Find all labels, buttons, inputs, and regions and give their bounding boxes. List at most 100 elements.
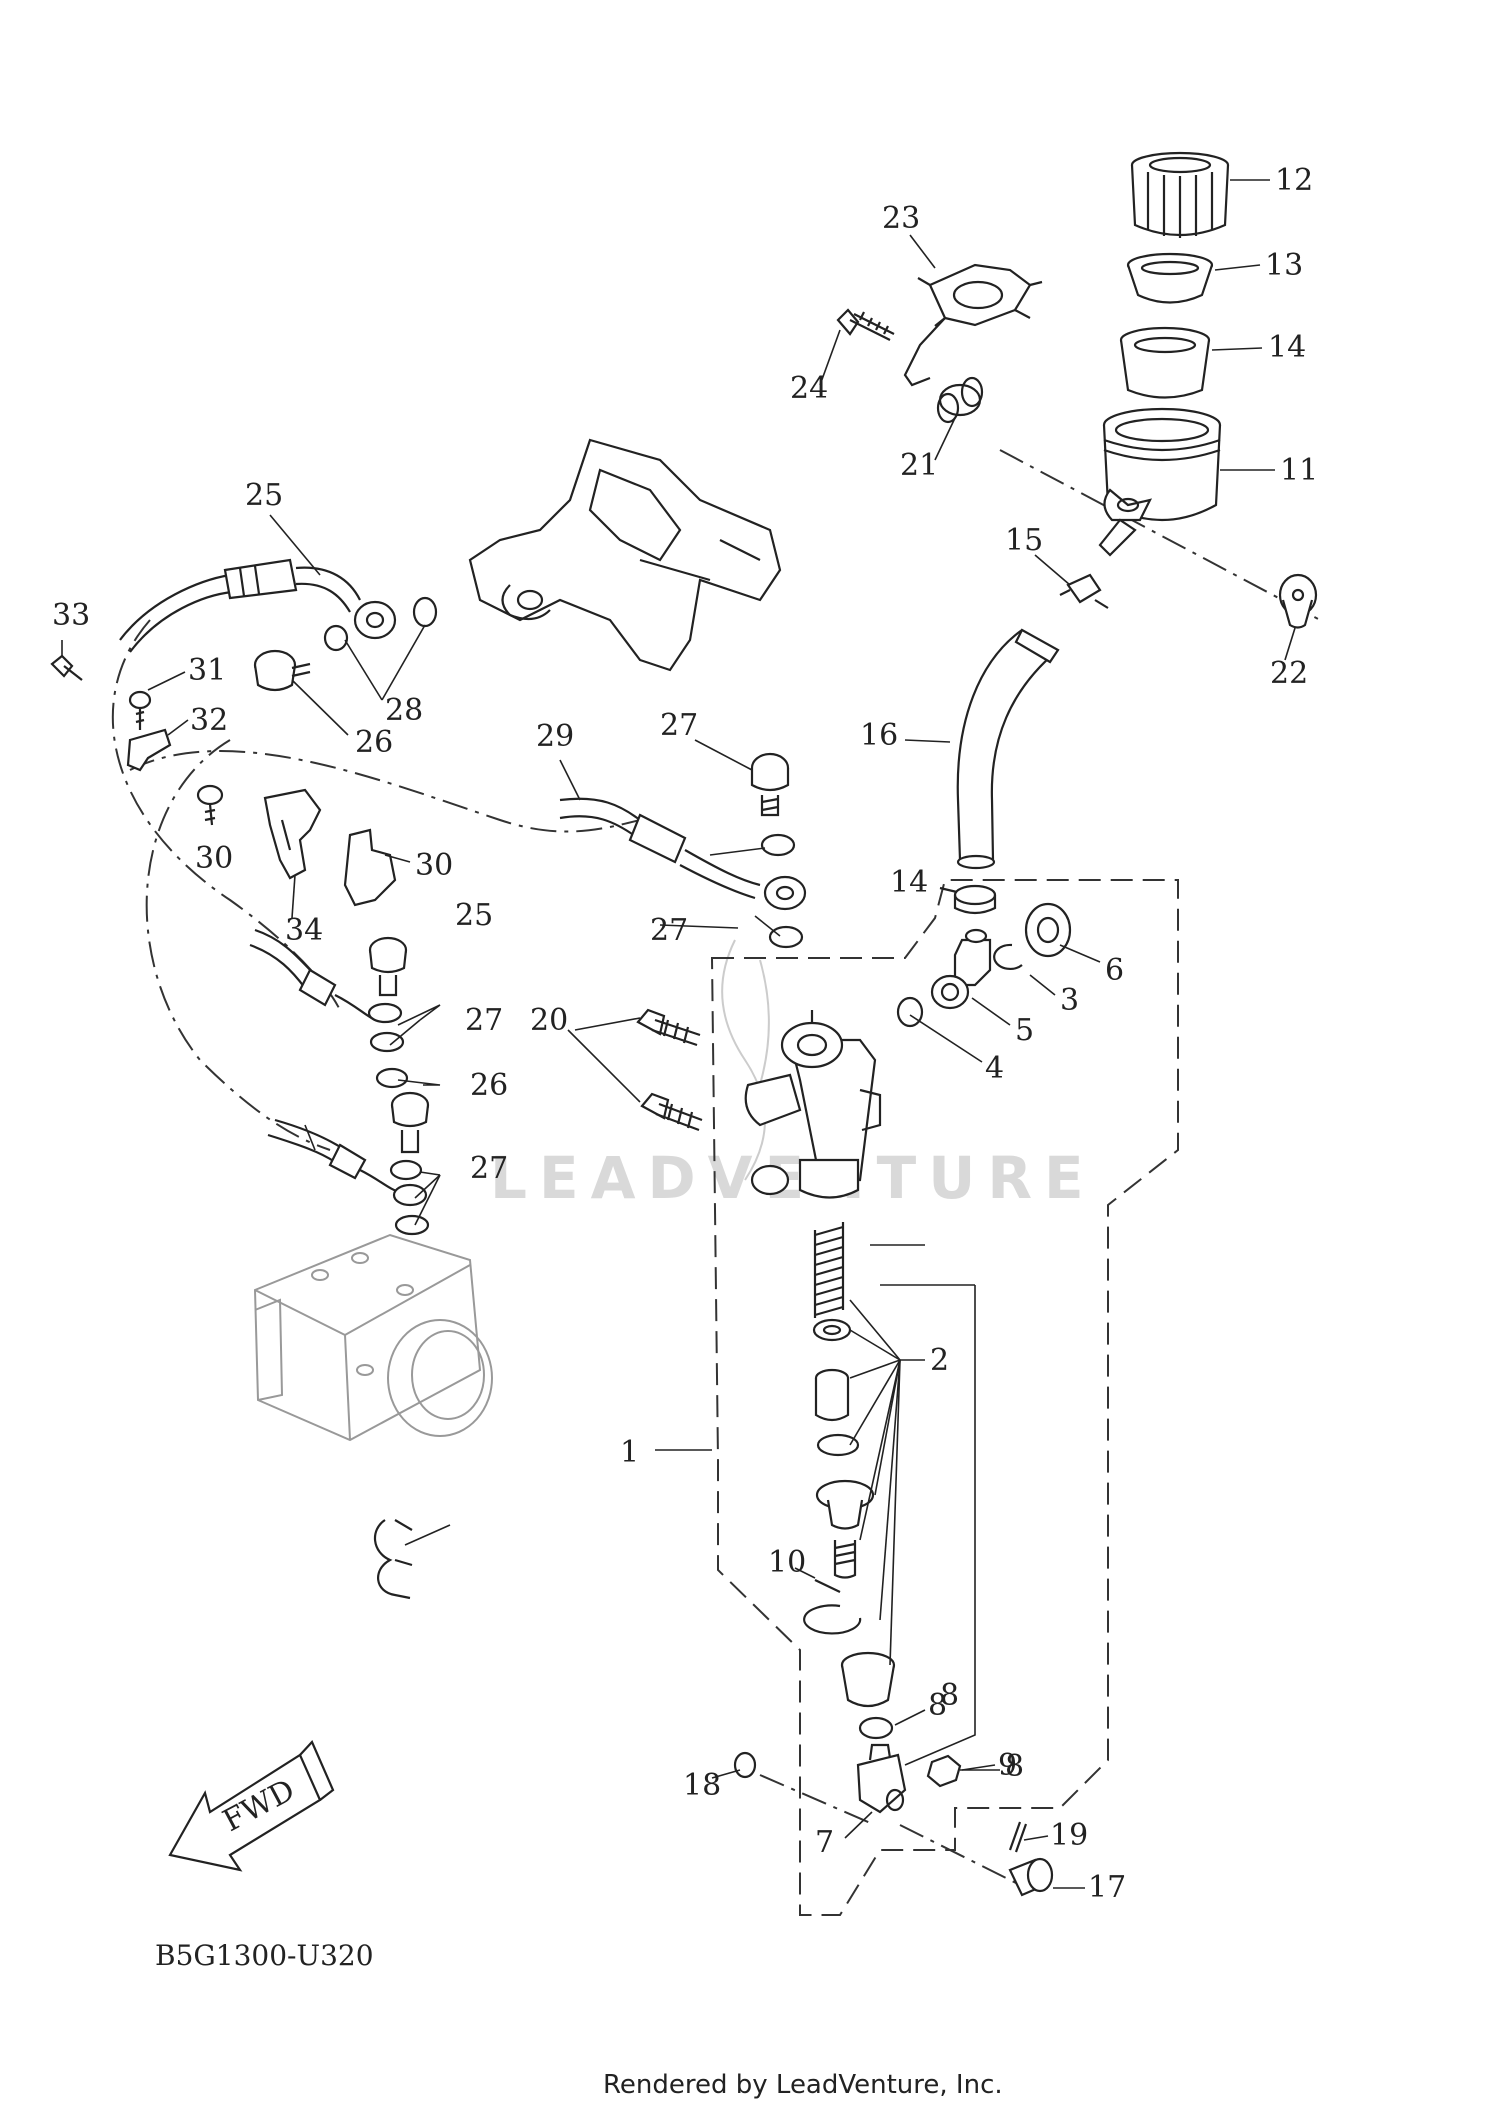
hose-bracket <box>263 788 322 880</box>
banjo-washer-a <box>412 596 438 628</box>
abs-washer-6 <box>394 1214 430 1236</box>
reservoir-hose-bottom <box>956 854 996 870</box>
spring-seat <box>812 1318 852 1342</box>
leader-line <box>304 1124 316 1151</box>
rear-hose-fitting <box>628 813 807 911</box>
leader-line <box>844 1811 873 1839</box>
leader-line <box>859 1359 901 1541</box>
abs-washer-3 <box>375 1067 409 1089</box>
callout-number: 2 <box>930 1343 949 1378</box>
rod-axis-line <box>759 1774 1031 1891</box>
callout-number: 5 <box>1015 1013 1034 1048</box>
leader-line <box>147 671 186 691</box>
union-bolt-upper <box>253 649 311 692</box>
leader-line <box>269 514 321 576</box>
callout-number: 8 <box>940 1678 959 1713</box>
leader-line <box>971 997 1011 1026</box>
bracket-bolt <box>836 308 895 341</box>
master-washer-upper <box>760 833 796 857</box>
leader-line <box>754 915 781 937</box>
hose-clip <box>343 828 397 907</box>
diaphragm-plate <box>1126 252 1214 304</box>
callout-number: 1 <box>620 1435 639 1470</box>
leader-line <box>1211 347 1263 351</box>
callout-number: 26 <box>470 1068 508 1103</box>
hose-joint-circlip <box>993 943 1023 971</box>
return-spring <box>814 1225 844 1317</box>
callout-number: 9 <box>998 1748 1017 1783</box>
hose-clamp <box>126 728 172 772</box>
hose-joint <box>930 928 992 1010</box>
callout-number: 24 <box>790 371 828 406</box>
joint-o-ring <box>896 996 924 1028</box>
callout-number: 28 <box>385 693 423 728</box>
leader-line <box>819 329 841 386</box>
brake-hose-route-mid <box>129 750 641 833</box>
union-bolt-abs-lower <box>390 1091 430 1154</box>
push-rod-thread <box>833 1540 857 1579</box>
hose-clip-upper <box>1059 573 1109 609</box>
union-bolt-master <box>750 752 790 817</box>
callout-number: 29 <box>536 719 574 754</box>
reservoir-tank <box>1098 407 1222 557</box>
brake-caliper <box>468 438 782 672</box>
leader-line <box>904 739 951 743</box>
leader-line <box>1284 627 1296 661</box>
callout-number: 14 <box>1268 330 1306 365</box>
callout-number: 26 <box>355 725 393 760</box>
dust-boot <box>840 1651 896 1708</box>
bracket-bolt-lower <box>196 784 224 826</box>
callout-number: 25 <box>455 898 493 933</box>
assembly-boundary <box>710 879 1179 1916</box>
callout-number: 20 <box>530 1003 568 1038</box>
reservoir-axis-line <box>999 449 1321 621</box>
reservoir-cap <box>1130 151 1230 238</box>
callout-number: 32 <box>190 703 228 738</box>
locknut-lower <box>926 1754 962 1788</box>
leader-line <box>934 417 956 461</box>
piston <box>814 1368 850 1422</box>
leader-line <box>879 1359 901 1621</box>
leader-line <box>694 739 753 771</box>
locating-pin <box>814 1579 841 1593</box>
callout-number: 3 <box>1060 983 1079 1018</box>
piston-cup <box>816 1433 860 1457</box>
leader-line <box>291 679 349 736</box>
master-cylinder-bolt-lower <box>640 1092 703 1132</box>
leader-line <box>1029 974 1056 996</box>
leader-line <box>404 1524 451 1546</box>
callout-number: 22 <box>1270 656 1308 691</box>
abs-washer-4 <box>389 1159 423 1181</box>
leader-line <box>1023 1835 1049 1841</box>
hose-clip-lower <box>939 884 997 915</box>
callout-number: 34 <box>285 913 323 948</box>
leader-line <box>1214 264 1261 271</box>
callouts: 1234567891011121314151617181920212223242… <box>52 163 1318 1905</box>
banjo-washer-b <box>323 624 349 652</box>
callout-number: 30 <box>195 841 233 876</box>
callout-number: 6 <box>1105 953 1124 988</box>
leader-line <box>344 639 383 701</box>
callout-number: 12 <box>1275 163 1313 198</box>
leader-line <box>961 1764 996 1771</box>
callout-number: 13 <box>1265 248 1303 283</box>
leader-line <box>711 1769 741 1779</box>
reservoir-hose-end <box>1014 628 1060 664</box>
callout-number: 16 <box>860 718 898 753</box>
master-cylinder-bolt-upper <box>636 1008 701 1047</box>
leader-line <box>849 1359 901 1379</box>
leader-line <box>291 874 296 919</box>
clevis-pin <box>1008 1857 1054 1897</box>
reservoir-hose <box>956 629 1059 861</box>
leader-line <box>167 719 189 736</box>
callout-number: 10 <box>768 1545 806 1580</box>
leader-line <box>709 847 766 856</box>
leader-line <box>1034 554 1071 586</box>
leader-line <box>849 1299 925 1361</box>
hose-fitting <box>223 558 397 640</box>
clamp-bolt-b <box>128 690 152 730</box>
leader-line <box>397 1079 441 1086</box>
callout-number: 17 <box>1088 1870 1126 1905</box>
clevis-washer <box>733 1751 757 1779</box>
leader-line <box>904 1285 976 1766</box>
